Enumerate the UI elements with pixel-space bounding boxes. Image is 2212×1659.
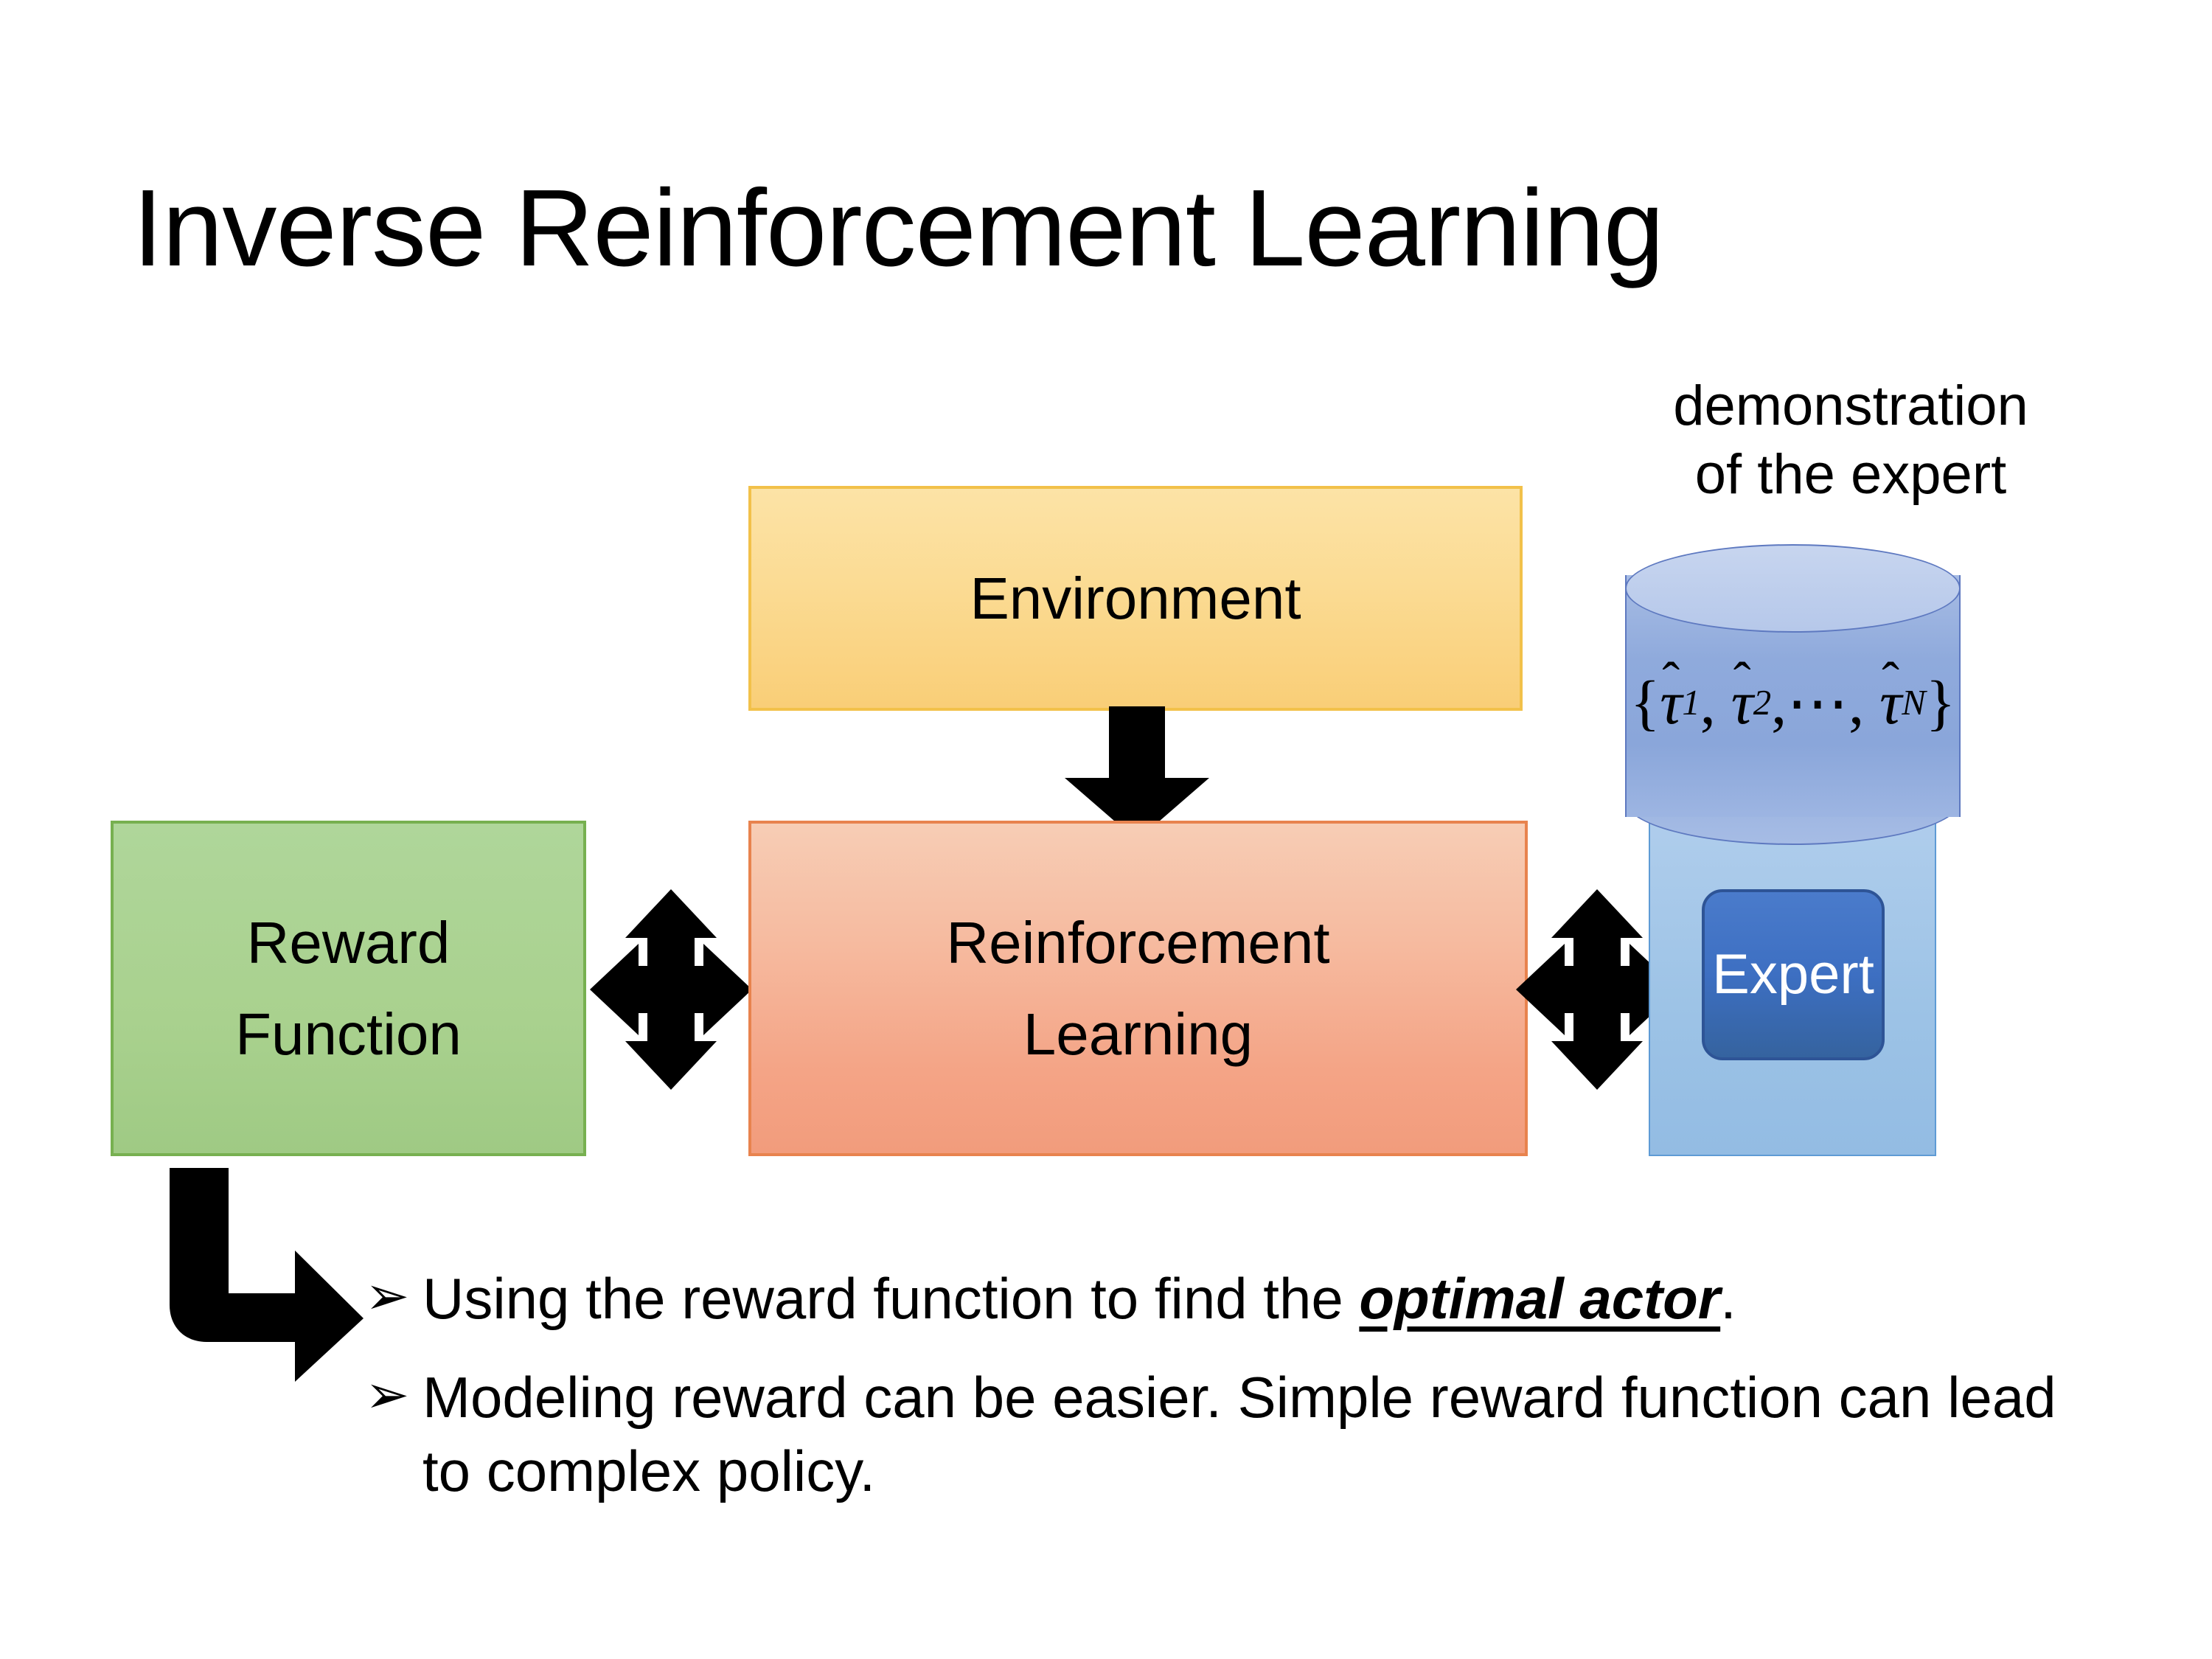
formula-sub-n: N [1902, 683, 1926, 723]
formula-close-brace: } [1925, 668, 1956, 737]
trajectory-set-formula: {̂τ1, ̂τ2,⋯, ̂τN} [1625, 633, 1961, 773]
reinforcement-learning-label: Reinforcement Learning [946, 897, 1329, 1080]
bullet-text-1: Using the reward function to find the op… [422, 1262, 1736, 1336]
formula-ellipsis: ⋯ [1787, 669, 1849, 738]
list-item: ➢ Using the reward function to find the … [365, 1262, 2105, 1336]
reward-label-line1: Reward [246, 909, 451, 975]
list-item: ➢ Modeling reward can be easier. Simple … [365, 1361, 2105, 1509]
arrow-environment-to-rl-icon [1065, 706, 1209, 841]
bent-arrow-reward-to-bullets-icon [170, 1168, 364, 1382]
formula-comma-2: , [1771, 668, 1787, 737]
double-arrow-rl-expert-icon [1516, 889, 1678, 1090]
rl-label-line1: Reinforcement [946, 909, 1330, 975]
environment-label: Environment [970, 565, 1301, 631]
environment-box[interactable]: Environment [748, 486, 1523, 711]
formula-sub-2: 2 [1753, 683, 1772, 723]
demo-caption-line1: demonstration [1673, 375, 2028, 437]
bullet-1-emphasis: optimal actor [1359, 1266, 1721, 1331]
double-arrow-reward-rl-icon [590, 889, 752, 1090]
formula-sub-1: 1 [1682, 683, 1700, 723]
bullet-list: ➢ Using the reward function to find the … [365, 1262, 2105, 1533]
reward-label-line2: Function [235, 1001, 462, 1067]
formula-comma-1: , [1700, 668, 1716, 737]
reward-function-label: Reward Function [235, 897, 462, 1080]
formula-open-brace: { [1630, 668, 1660, 737]
reinforcement-learning-box[interactable]: Reinforcement Learning [748, 821, 1528, 1156]
formula-tau-1: τ [1660, 668, 1683, 737]
page-title: Inverse Reinforcement Learning [133, 167, 1664, 289]
expert-box[interactable]: Expert [1702, 889, 1885, 1060]
demo-caption-line2: of the expert [1694, 442, 2007, 506]
reward-function-box[interactable]: Reward Function [111, 821, 586, 1156]
formula-tau-2: τ [1731, 668, 1753, 737]
bullet-arrow-icon: ➢ [365, 1267, 410, 1326]
demonstration-caption: demonstration of the expert [1607, 372, 2094, 509]
bullet-text-2: Modeling reward can be easier. Simple re… [422, 1364, 2056, 1503]
bullet-1-text-before: Using the reward function to find the [422, 1266, 1360, 1331]
formula-comma-3: , [1848, 668, 1865, 737]
bullet-1-text-after: . [1720, 1266, 1736, 1331]
formula-tau-n: τ [1879, 668, 1902, 737]
cylinder-top-ellipse [1625, 544, 1961, 633]
demonstration-cylinder: {̂τ1, ̂τ2,⋯, ̂τN} [1625, 544, 1961, 848]
rl-label-line2: Learning [1023, 1001, 1253, 1067]
expert-label: Expert [1712, 943, 1874, 1006]
bullet-arrow-icon: ➢ [365, 1365, 410, 1425]
